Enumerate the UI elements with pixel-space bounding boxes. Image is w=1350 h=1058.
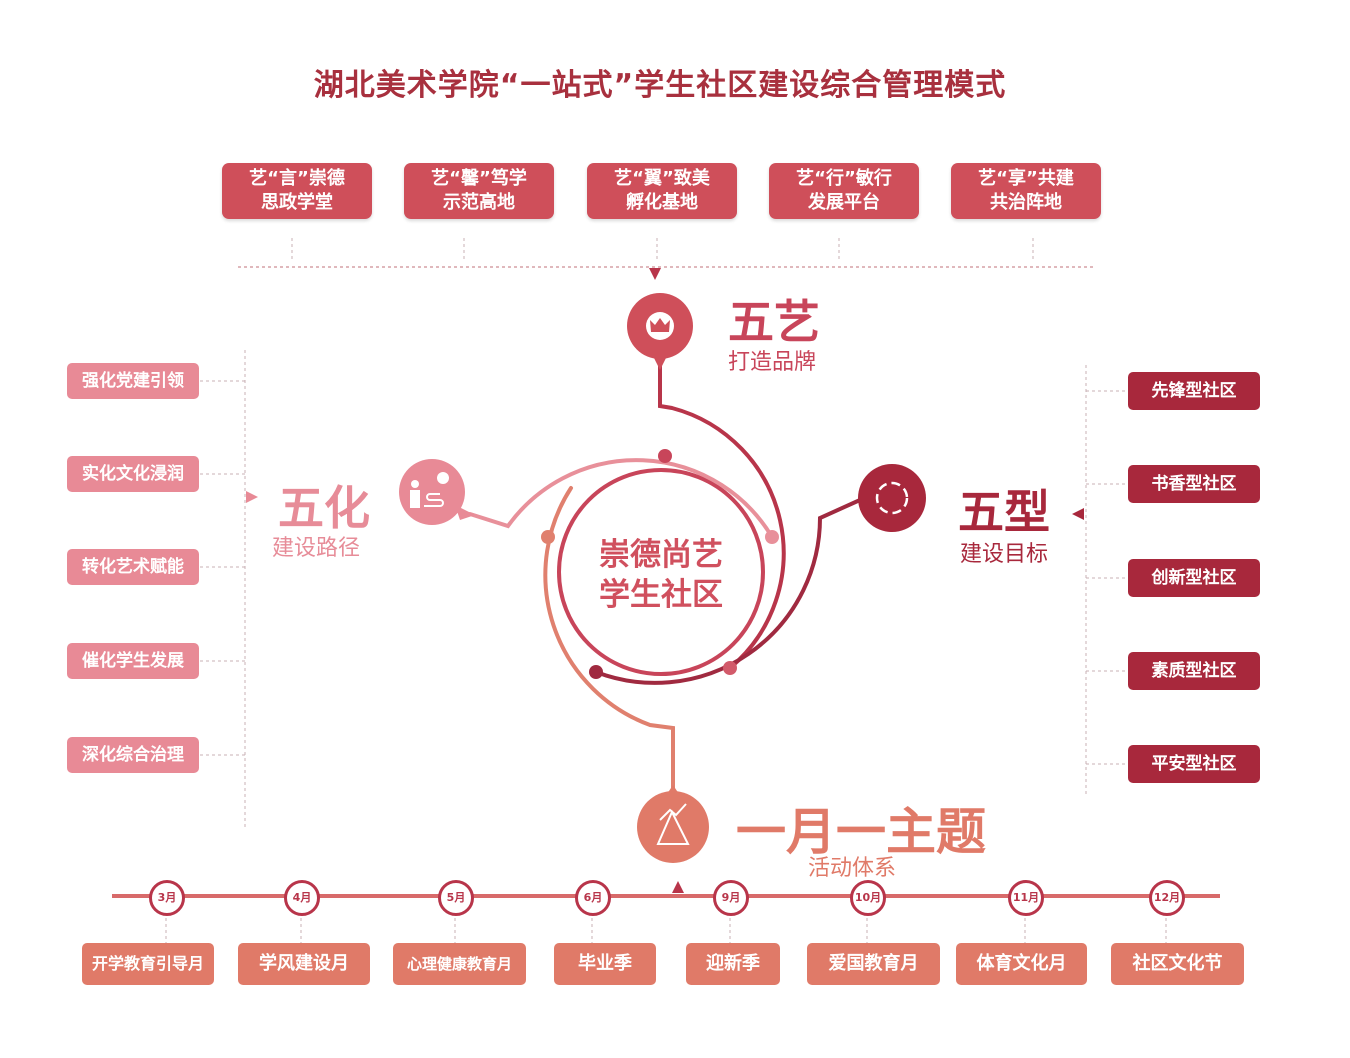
page-title: 湖北美术学院“一站式”学生社区建设综合管理模式 [313,68,1007,103]
theme-box: 社区文化节 [1111,943,1244,985]
monthly-subtitle: 活动体系 [808,856,897,881]
top-box-5: 艺“享”共建共治阵地 [951,163,1101,219]
wuxing-arc [594,498,862,685]
center-line2: 学生社区 [599,577,723,613]
wuhua-item: 催化学生发展 [67,643,199,679]
wuhua-item: 实化文化浸润 [67,456,199,492]
top-box-2: 艺“馨”笃学示范高地 [404,163,554,219]
theme-box: 迎新季 [686,943,780,985]
wuxing-item: 先锋型社区 [1128,372,1260,410]
month-node: 3月 [149,880,185,916]
inner-ring [557,468,765,676]
wuxing-item: 素质型社区 [1128,652,1260,690]
theme-box: 体育文化月 [956,943,1087,985]
theme-box: 毕业季 [554,943,656,985]
cycle-arrows-icon [858,464,926,532]
top-box-line1: 艺“馨”笃学 [431,168,527,189]
month-node: 9月 [713,880,749,916]
theme-box: 心理健康教育月 [393,943,526,985]
top-box-line2: 孵化基地 [626,192,698,213]
theme-box: 开学教育引导月 [82,943,214,985]
top-box-line1: 艺“行”敏行 [796,168,892,189]
month-node: 6月 [575,880,611,916]
center-line1: 崇德尚艺 [599,537,723,573]
up-arrow-icon [672,881,684,893]
top-box-line1: 艺“享”共建 [978,168,1074,189]
mountain-growth-icon [637,785,709,863]
wuxing-item: 平安型社区 [1128,745,1260,783]
wuxing-subtitle: 建设目标 [960,542,1049,567]
month-node: 10月 [850,880,886,916]
monthly-title: 一月一主题 [736,803,986,861]
theme-box: 爱国教育月 [807,943,940,985]
left-arrow-icon [1072,508,1084,520]
down-arrow-icon [649,268,661,280]
person-path-icon [399,459,475,525]
crown-icon [627,293,693,370]
month-node: 4月 [284,880,320,916]
top-box-line2: 发展平台 [808,192,880,213]
top-box-3: 艺“翼”致美孵化基地 [587,163,737,219]
center-label: 崇德尚艺 学生社区 [561,535,761,615]
month-node: 11月 [1008,880,1044,916]
wuyi-subtitle: 打造品牌 [728,350,817,375]
theme-box: 学风建设月 [238,943,370,985]
month-node: 5月 [438,880,474,916]
wuyi-title: 五艺 [728,295,820,349]
top-box-1: 艺“言”崇德思政学堂 [222,163,372,219]
wuxing-item: 创新型社区 [1128,559,1260,597]
wuhua-arc [468,458,774,539]
wuxing-item: 书香型社区 [1128,465,1260,503]
top-box-line1: 艺“言”崇德 [249,168,345,189]
top-box-line2: 示范高地 [443,192,515,213]
wuhua-subtitle: 建设路径 [272,536,361,561]
wuxing-title: 五型 [958,485,1050,539]
wuhua-item: 深化综合治理 [67,737,199,773]
top-box-line2: 思政学堂 [261,192,333,213]
wuhua-item: 强化党建引领 [67,363,199,399]
top-box-line1: 艺“翼”致美 [614,168,710,189]
monthly-arc [543,486,675,792]
top-box-4: 艺“行”敏行发展平台 [769,163,919,219]
right-arrow-icon [246,491,258,503]
top-box-line2: 共治阵地 [990,192,1062,213]
month-node: 12月 [1149,880,1185,916]
wuhua-title: 五化 [278,481,370,535]
wuhua-item: 转化艺术赋能 [67,549,199,585]
wuyi-arc [658,358,786,670]
